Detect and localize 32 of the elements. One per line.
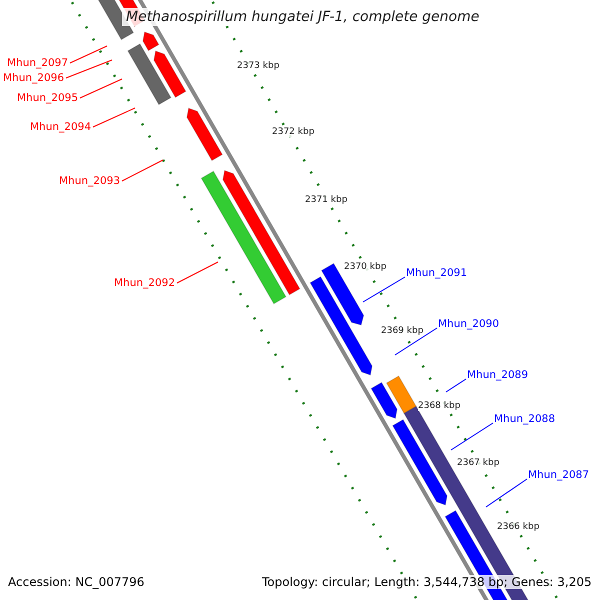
gene-label: Mhun_2089 — [467, 369, 528, 382]
gene-label: Mhun_2087 — [528, 469, 589, 482]
genome-info-label: Topology: circular; Length: 3,544,738 bp; Genes: 3,205 — [262, 575, 592, 589]
gene-label: Mhun_2095 — [17, 92, 78, 105]
scale-label: 2370 kbp — [344, 262, 386, 272]
leader-line — [122, 160, 164, 182]
leader-line — [446, 378, 466, 392]
scale-label: 2366 kbp — [497, 522, 540, 532]
leader-line — [450, 422, 494, 450]
leader-line — [92, 108, 136, 128]
scale-label: 2369 kbp — [381, 326, 424, 336]
scale-label: 2368 kbp — [418, 401, 460, 411]
gene-label: Mhun_2088 — [494, 413, 555, 426]
gene-label: Mhun_2094 — [30, 121, 91, 134]
gene-label: Mhun_2096 — [3, 72, 64, 85]
leader-line — [362, 276, 406, 302]
leader-line — [394, 328, 438, 356]
scale-label: 2367 kbp — [457, 458, 500, 468]
leader-line — [70, 46, 108, 64]
gene-label: Mhun_2090 — [438, 318, 499, 331]
scale-label: 2371 kbp — [305, 195, 348, 205]
gene-label: Mhun_2091 — [406, 267, 467, 280]
gene-label: Mhun_2097 — [7, 57, 68, 70]
accession-label: Accession: NC_007796 — [8, 575, 144, 589]
gene-label: Mhun_2093 — [59, 175, 120, 188]
gene-label: Mhun_2092 — [114, 277, 175, 290]
leader-line — [80, 78, 122, 98]
leader-line — [66, 60, 112, 78]
scale-label: 2372 kbp — [272, 127, 314, 137]
scale-label: 2373 kbp — [237, 61, 280, 71]
leader-line — [176, 262, 218, 284]
leader-line — [486, 478, 528, 508]
